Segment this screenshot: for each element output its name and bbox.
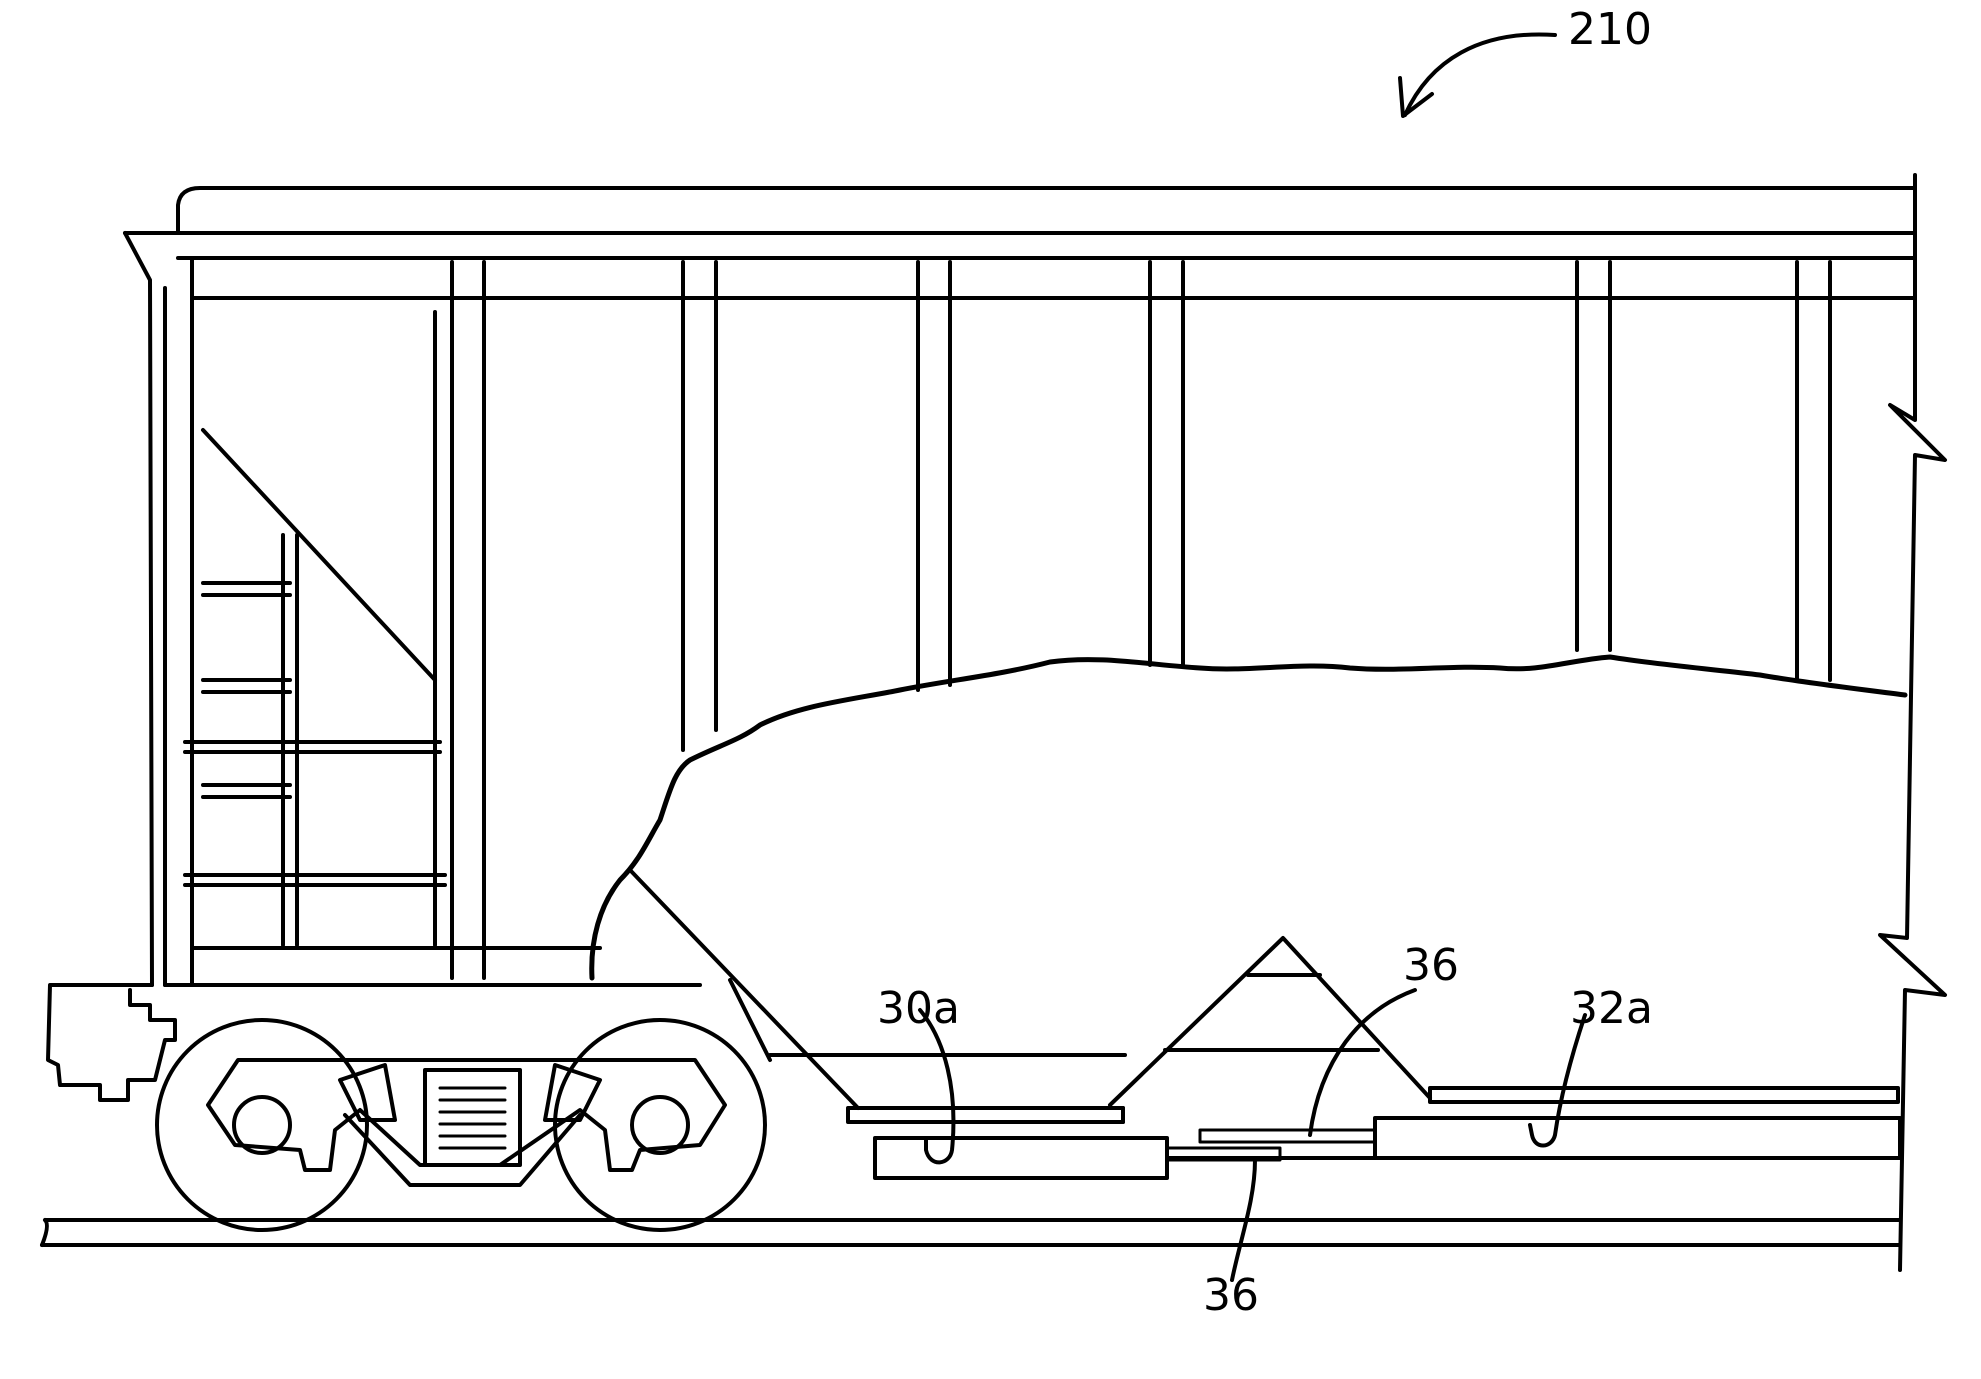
label-36-lower: 36 xyxy=(1203,1270,1259,1321)
car-body xyxy=(125,175,1945,1270)
label-30a: 30a xyxy=(877,983,960,1034)
figure-ref-label: 210 xyxy=(1568,4,1652,55)
label-36-upper: 36 xyxy=(1403,940,1459,991)
figure-ref-arrow xyxy=(1400,34,1555,116)
rail xyxy=(42,1220,1900,1245)
discharge-gates xyxy=(848,990,1900,1280)
coupler xyxy=(48,985,175,1100)
label-32a: 32a xyxy=(1570,983,1653,1034)
lading-mound xyxy=(592,657,1905,978)
truck-assembly xyxy=(157,1020,765,1230)
